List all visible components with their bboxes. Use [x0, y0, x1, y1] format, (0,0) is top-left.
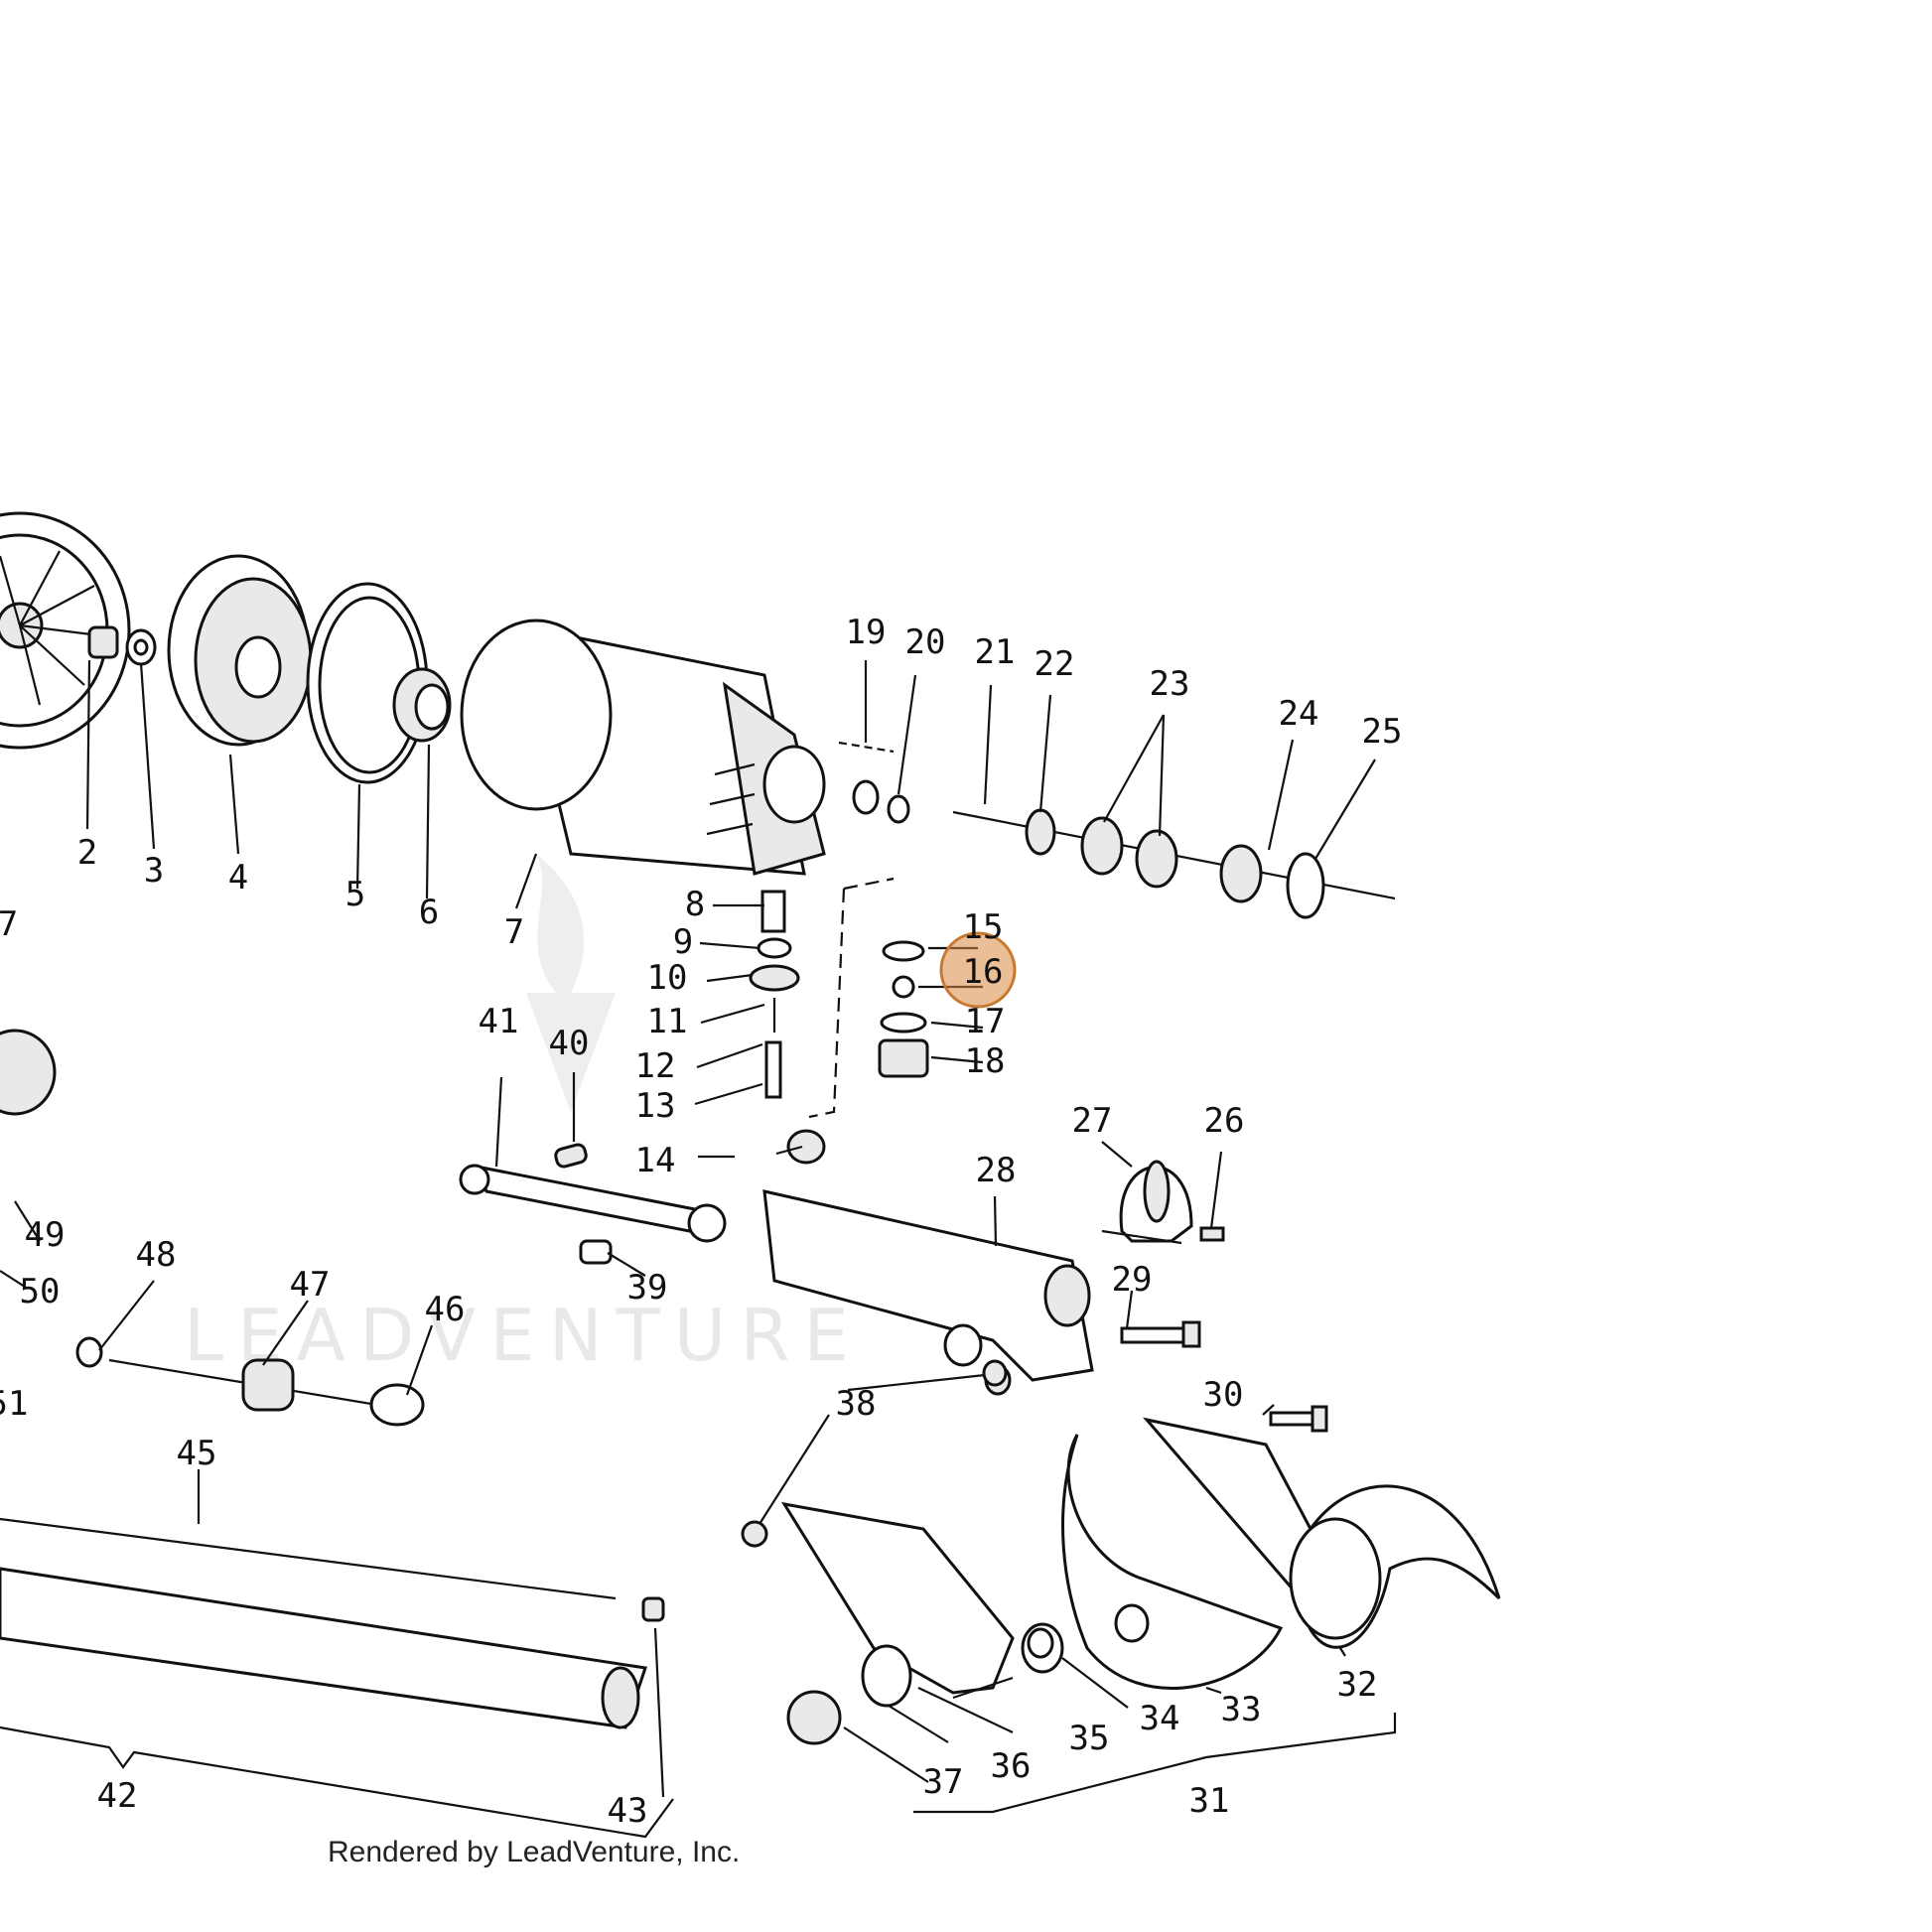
callout-43[interactable]: 43 [608, 1791, 648, 1831]
valve-stack-part [749, 890, 826, 1165]
callout-6[interactable]: 6 [419, 893, 439, 932]
callout-47[interactable]: 47 [290, 1265, 331, 1305]
watermark-text: LEADVENTURE [184, 1294, 863, 1377]
callout-31[interactable]: 31 [1189, 1781, 1230, 1821]
callout-51[interactable]: 51 [0, 1384, 28, 1424]
rod-part [0, 1029, 425, 1427]
bolt-part [1120, 1320, 1201, 1348]
render-credit: Rendered by LeadVenture, Inc. [328, 1836, 740, 1868]
cover-part [306, 582, 452, 784]
callout-42[interactable]: 42 [97, 1776, 138, 1816]
callout-21[interactable]: 21 [975, 632, 1016, 672]
callout-13[interactable]: 13 [635, 1086, 676, 1126]
seal-stack-part [808, 877, 929, 1119]
pulley-part [167, 554, 313, 747]
callout-28[interactable]: 28 [976, 1151, 1017, 1190]
callout-29[interactable]: 29 [1112, 1260, 1153, 1300]
callout-45[interactable]: 45 [177, 1434, 217, 1473]
callout-8[interactable]: 8 [685, 885, 705, 924]
callout-49[interactable]: 49 [25, 1215, 66, 1255]
callout-17[interactable]: 17 [965, 1002, 1006, 1041]
callout-26[interactable]: 26 [1204, 1101, 1245, 1141]
callout-25[interactable]: 25 [1362, 712, 1403, 752]
callout-22[interactable]: 22 [1035, 644, 1075, 684]
callout-15[interactable]: 15 [963, 907, 1004, 947]
callout-23[interactable]: 23 [1150, 664, 1190, 704]
callout-14[interactable]: 14 [635, 1141, 676, 1180]
watermark: LEADVENTURE [184, 854, 863, 1377]
callout-34[interactable]: 34 [1140, 1699, 1180, 1738]
callout-11[interactable]: 11 [647, 1002, 688, 1041]
callout-27[interactable]: 27 [1072, 1101, 1113, 1141]
washer-part [125, 628, 157, 666]
callout-10[interactable]: 10 [647, 958, 688, 998]
callout-41[interactable]: 41 [479, 1002, 519, 1041]
callout-18[interactable]: 18 [965, 1041, 1006, 1081]
callout-19[interactable]: 19 [846, 613, 887, 652]
arm-assembly-part [741, 1359, 1501, 1745]
callout-12[interactable]: 12 [635, 1046, 676, 1086]
bolt-part [1269, 1405, 1328, 1433]
callout-37[interactable]: 37 [923, 1762, 964, 1802]
lever-part [762, 1189, 1094, 1396]
callout-3[interactable]: 3 [144, 851, 164, 891]
callout-36[interactable]: 36 [991, 1746, 1032, 1786]
callout-33[interactable]: 33 [1221, 1690, 1262, 1729]
bracket-part [1101, 1160, 1225, 1245]
callout-24[interactable]: 24 [1279, 694, 1319, 734]
nut-part [87, 625, 119, 659]
callout-16[interactable]: 16 [963, 952, 1004, 992]
callout-2[interactable]: 2 [77, 833, 97, 873]
callout-5[interactable]: 5 [345, 875, 365, 914]
callout-39[interactable]: 39 [627, 1268, 668, 1308]
callout-30[interactable]: 30 [1203, 1375, 1244, 1415]
motor-part [460, 619, 826, 876]
link-rod-part [459, 1143, 727, 1265]
callout-32[interactable]: 32 [1337, 1665, 1378, 1705]
callout-50[interactable]: 50 [20, 1272, 61, 1311]
callout-7[interactable]: 7 [504, 912, 524, 952]
callout-38[interactable]: 38 [836, 1384, 877, 1424]
callout-46[interactable]: 46 [425, 1290, 466, 1329]
leader-lines [0, 659, 1397, 1839]
selected-callout-highlight [939, 931, 1017, 1009]
callout-20[interactable]: 20 [905, 622, 946, 662]
callout-9[interactable]: 9 [673, 922, 693, 962]
shaft-part [838, 741, 1396, 919]
callout-48[interactable]: 48 [136, 1235, 177, 1275]
callout-4[interactable]: 4 [228, 858, 248, 897]
callout-35[interactable]: 35 [1069, 1719, 1110, 1758]
axle-part [0, 1517, 665, 1729]
wheel-part [0, 511, 131, 750]
callout-7[interactable]: 7 [0, 904, 18, 944]
callout-40[interactable]: 40 [549, 1024, 590, 1063]
